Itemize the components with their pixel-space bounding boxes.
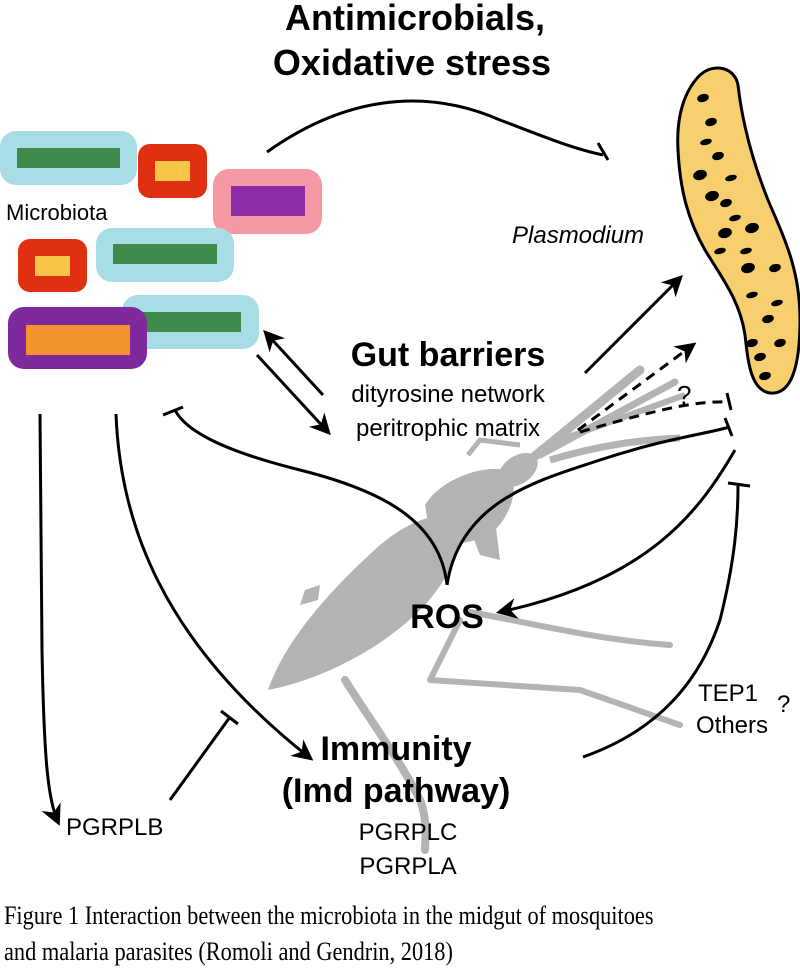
label-tep1: TEP1 <box>698 680 758 707</box>
label-ros: ROS <box>410 598 484 636</box>
plasmodium-nucleus <box>693 169 707 181</box>
plasmodium-nucleus <box>746 291 758 299</box>
mosquito-proboscis <box>525 365 645 465</box>
inhibit-ros-microbiota <box>173 409 449 586</box>
mosquito-leg-4 <box>341 676 430 854</box>
mosquito-abdomen <box>268 516 461 690</box>
label-imd-pathway: (Imd pathway) <box>282 772 511 810</box>
plasmodium-nucleus <box>697 93 709 103</box>
arrow-microbiota-to-barriers <box>255 353 331 436</box>
plasmodium-nucleus <box>741 262 755 274</box>
microbiota-plasmodium-diagram: Antimicrobials, Oxidative stress Microbi… <box>0 0 800 880</box>
plasmodium-nucleus <box>729 214 741 222</box>
plasmodium-nucleus <box>769 263 781 273</box>
plasmodium-nucleus <box>705 190 719 202</box>
caption-line-2: and malaria parasites (Romoli and Gendri… <box>4 937 453 966</box>
arrow-barriers-to-plasmodium <box>583 275 683 375</box>
plasmodium-nucleus <box>746 338 758 348</box>
microbiota-cluster <box>0 131 322 369</box>
inhibit-antimicrobials <box>266 99 604 157</box>
bacterium-cyan-2 <box>96 228 234 282</box>
label-dityrosine-network: dityrosine network <box>351 381 545 408</box>
label-pgrpla: PGRPLA <box>359 853 456 880</box>
bacterium-pink <box>213 169 322 234</box>
mosquito-leg-1 <box>548 434 681 464</box>
dashed-arrow-up <box>577 342 697 432</box>
inhibit-immunity-plasmodium <box>582 484 740 759</box>
label-immunity: Immunity <box>320 730 471 768</box>
plasmodium-nucleus <box>705 117 717 127</box>
bacterium-red-2 <box>18 239 87 292</box>
dashed-inhibit <box>579 400 731 434</box>
bacterium-cyan-1 <box>0 131 137 185</box>
arrow-plasmodium-to-ros <box>495 449 737 619</box>
inhibit-ros-plasmodium <box>445 425 731 586</box>
plasmodium-parasite <box>676 66 800 395</box>
mosquito-leg-2 <box>467 609 673 648</box>
plasmodium-nucleus <box>740 247 752 255</box>
bacterium-purple <box>8 307 147 369</box>
plasmodium-nucleus <box>754 352 766 362</box>
label-oxidative-stress: Oxidative stress <box>273 42 551 83</box>
plasmodium-nucleus <box>774 338 786 348</box>
caption-line-1: Figure 1 Interaction between the microbi… <box>4 901 654 930</box>
plasmodium-nucleus <box>712 151 724 161</box>
plasmodium-nucleus <box>720 198 732 208</box>
label-microbiota: Microbiota <box>6 200 108 225</box>
bacterium-red-1 <box>138 144 207 198</box>
label-antimicrobials: Antimicrobials, <box>285 0 545 38</box>
bacterium-cyan-3 <box>122 295 259 349</box>
label-others: Others <box>696 712 768 739</box>
inhibit-pgrplb <box>168 716 232 801</box>
mosquito-wing-bump <box>470 520 500 560</box>
label-question-barriers: ? <box>677 380 691 410</box>
label-pgrplc: PGRPLC <box>359 819 458 846</box>
label-question-tep: ? <box>777 691 790 718</box>
plasmodium-nucleus <box>718 227 732 239</box>
arrow-microbiota-to-pgrplb <box>38 413 61 826</box>
arrow-barriers-to-microbiota <box>263 329 325 397</box>
figure-caption: Figure 1 Interaction between the microbi… <box>4 898 689 970</box>
mosquito-silhouette <box>268 365 687 854</box>
label-plasmodium: Plasmodium <box>512 222 644 249</box>
label-peritrophic-matrix: peritrophic matrix <box>356 415 540 442</box>
arrow-microbiota-to-immunity <box>114 413 314 761</box>
plasmodium-nucleus <box>714 247 726 255</box>
plasmodium-nucleus <box>771 299 783 307</box>
plasmodium-nucleus <box>762 314 774 324</box>
plasmodium-nucleus <box>725 174 737 182</box>
interaction-arrows <box>38 99 751 826</box>
label-gut-barriers: Gut barriers <box>351 336 546 374</box>
plasmodium-nucleus <box>700 138 712 146</box>
plasmodium-nucleus <box>759 371 771 381</box>
label-pgrplb: PGRPLB <box>66 814 163 841</box>
plasmodium-nucleus <box>745 222 759 234</box>
mosquito-leg-3 <box>427 617 683 728</box>
